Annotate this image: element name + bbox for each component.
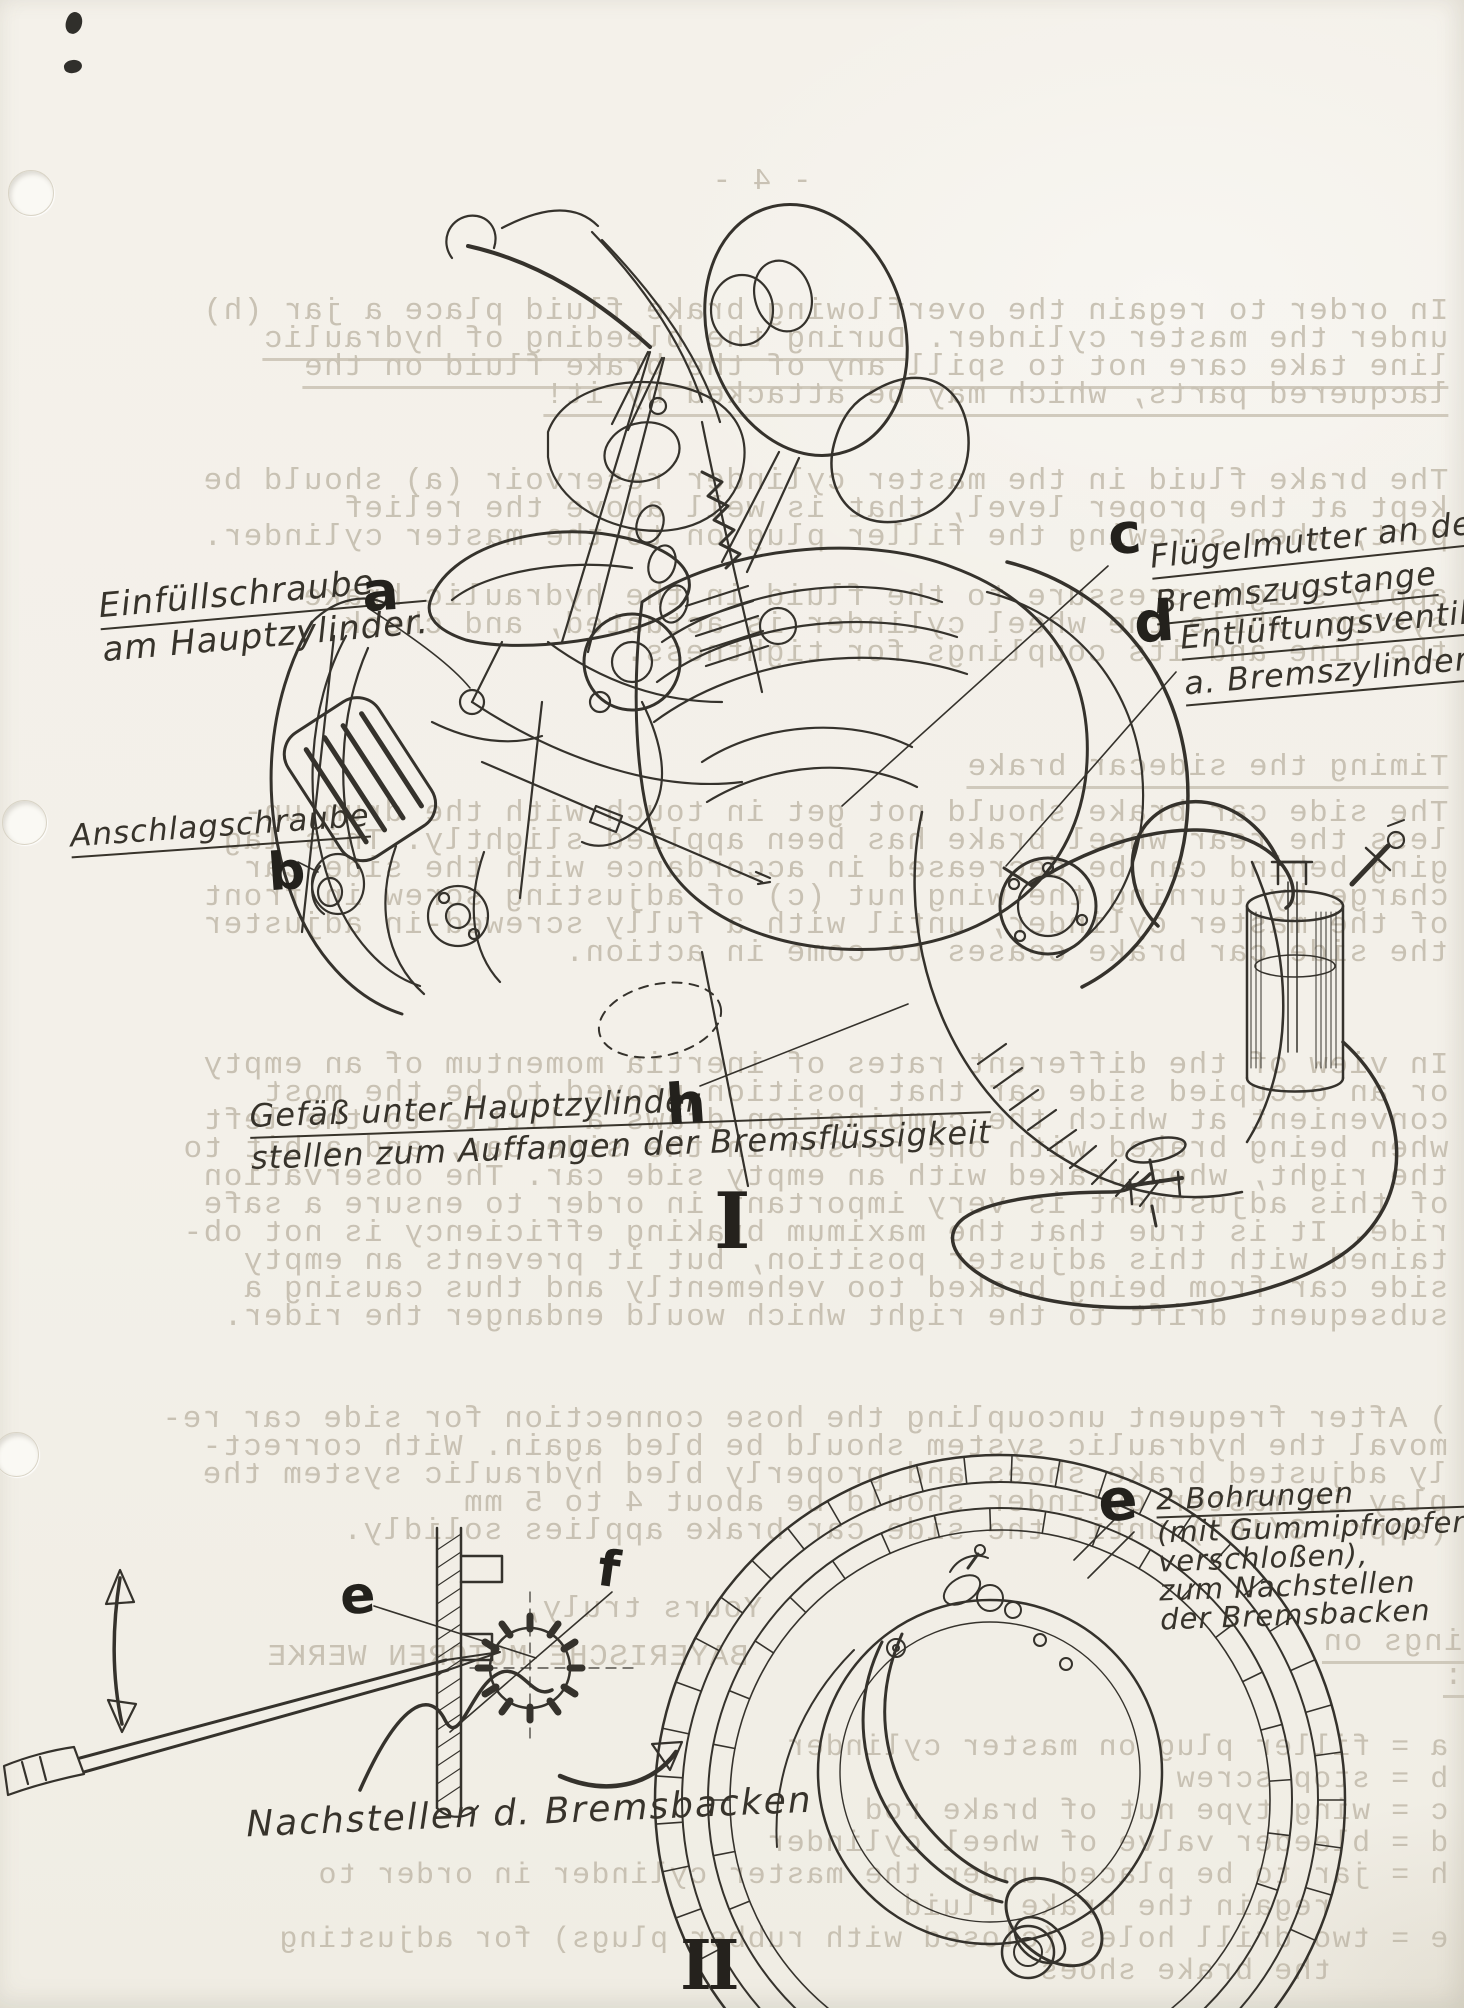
- rotation-arrow: [557, 1749, 679, 1789]
- leader-h: [699, 1003, 909, 1087]
- brake-lever: [861, 1640, 1004, 1904]
- punch-hole: [8, 170, 54, 216]
- screwdriver-handle: [2, 1745, 86, 1797]
- leader-d: [1005, 671, 1177, 867]
- tire-tread-ticks: [655, 1454, 1346, 1963]
- label-e-left-letter: e: [337, 1564, 378, 1628]
- bleed-signature-squiggle: [358, 1669, 554, 1792]
- adjusting-diagram-drawing: [2, 1526, 684, 1818]
- leader-e-left: [373, 1605, 537, 1659]
- figure-2-wheel-drawing: [653, 1453, 1347, 2008]
- brake-backing-plate: [816, 1598, 1164, 1946]
- label-d-letter: d: [1131, 588, 1177, 657]
- punch-hole: [2, 800, 47, 845]
- label-e-right-letter: e: [1095, 1464, 1140, 1536]
- screwdriver-blade: [78, 1658, 448, 1760]
- figure-2-numeral: II: [680, 1926, 740, 2006]
- figure-1-numeral: I: [714, 1176, 751, 1267]
- label-a-letter: a: [359, 558, 401, 625]
- leader-a: [367, 607, 471, 689]
- adjusting-hole: [1059, 1657, 1073, 1671]
- adjusting-hole: [1033, 1633, 1047, 1647]
- leader-f: [449, 1591, 613, 1733]
- wheel-cylinder: [1004, 1876, 1104, 1968]
- label-h-letter: h: [663, 1070, 709, 1139]
- label-leader-lines: [297, 565, 1177, 1733]
- bracket-cross-section-hatch: [436, 1533, 462, 1803]
- figure-1-motorcycle-sidecar-drawing: [269, 203, 1406, 1310]
- punch-hole: [0, 1432, 39, 1477]
- label-b-letter: b: [265, 840, 308, 904]
- leader-b: [297, 861, 319, 873]
- up-down-arrow: [112, 1576, 124, 1726]
- label-c-letter: c: [1105, 500, 1144, 569]
- leader-c: [841, 565, 1109, 807]
- jar-shading: [1250, 911, 1337, 1069]
